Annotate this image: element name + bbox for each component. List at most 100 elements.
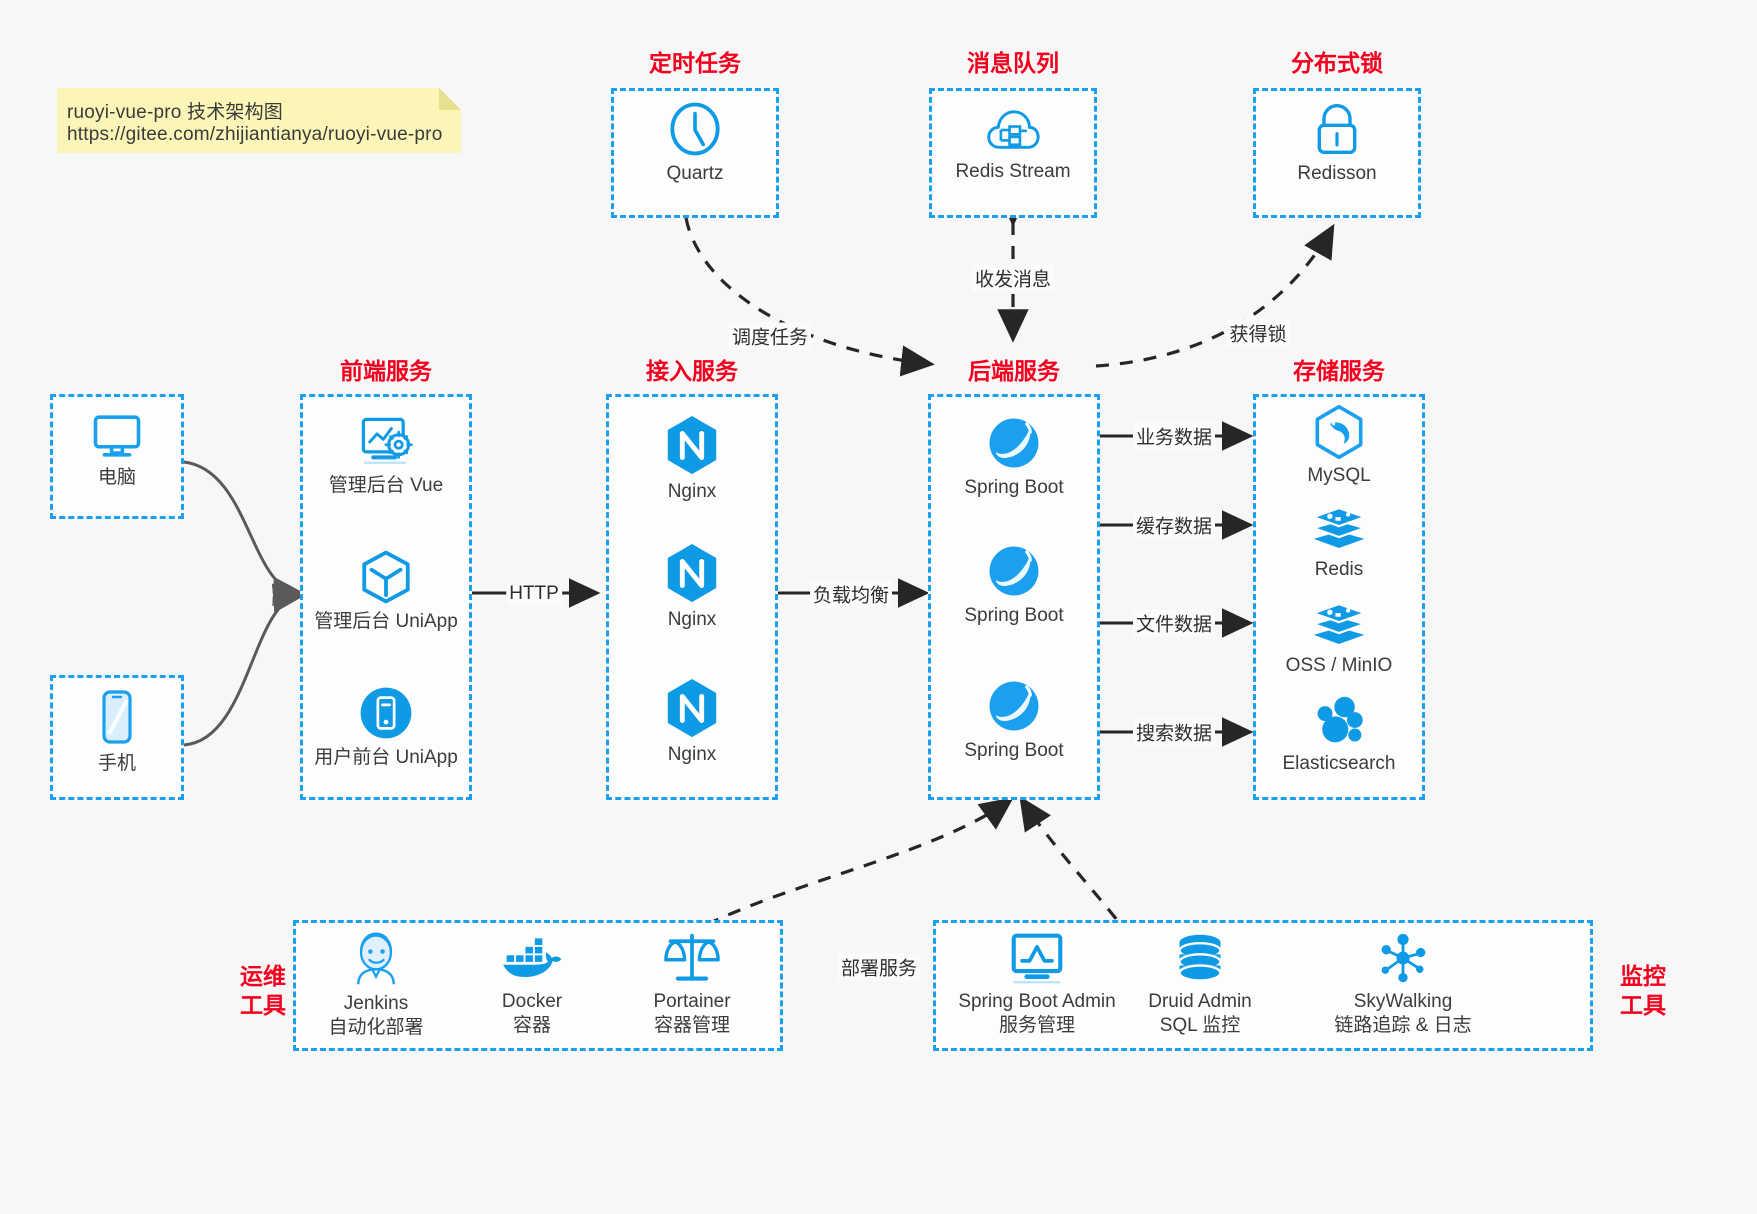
group-title-lock: 分布式锁 xyxy=(1291,50,1383,76)
node-redis[interactable]: Redis xyxy=(1253,502,1425,582)
group-title-mq: 消息队列 xyxy=(967,50,1059,76)
note-line-2: https://gitee.com/zhijiantianya/ruoyi-vu… xyxy=(67,124,443,145)
node-portainer[interactable]: Portainer 容器管理 xyxy=(616,930,768,1038)
group-title-scheduler: 定时任务 xyxy=(649,50,741,76)
node-sublabel: SQL 监控 xyxy=(1159,1014,1241,1036)
node-docker[interactable]: Docker 容器 xyxy=(456,934,608,1038)
node-spring-boot-3[interactable]: Spring Boot xyxy=(928,677,1100,763)
node-label: Druid Admin xyxy=(1148,991,1252,1012)
node-label: Nginx xyxy=(667,481,717,502)
node-quartz[interactable]: Quartz xyxy=(611,100,779,186)
node-user-uniapp[interactable]: 用户前台 UniApp xyxy=(300,684,472,770)
group-title-devops: 运维 工具 xyxy=(228,962,298,1020)
node-label: 手机 xyxy=(97,753,136,774)
note-line-1: ruoyi-vue-pro 技术架构图 xyxy=(67,102,284,123)
dashboard-gear-icon xyxy=(361,417,413,464)
node-label: Spring Boot xyxy=(964,605,1064,626)
nginx-icon xyxy=(667,678,717,738)
node-label: SkyWalking xyxy=(1353,991,1453,1012)
node-mobile[interactable]: 手机 xyxy=(50,688,184,776)
edge-label-deploy-service: 部署服务 xyxy=(837,953,921,981)
monitor-chart-icon xyxy=(1011,933,1063,984)
scales-icon xyxy=(664,933,720,981)
group-title-monitor: 监控 工具 xyxy=(1608,962,1678,1020)
redis-stack-icon xyxy=(1310,602,1368,644)
node-label: 管理后台 Vue xyxy=(328,475,444,496)
edge-label-cache-data: 缓存数据 xyxy=(1132,511,1216,539)
database-icon xyxy=(1178,934,1222,982)
cloud-network-icon xyxy=(987,110,1040,149)
group-box-client-desktop xyxy=(50,394,184,519)
elasticsearch-icon xyxy=(1317,696,1363,743)
node-label: 管理后台 UniApp xyxy=(314,611,458,632)
node-label: Redisson xyxy=(1297,163,1377,184)
node-nginx-3[interactable]: Nginx xyxy=(606,677,778,767)
node-label: Docker xyxy=(501,991,563,1012)
node-label: Spring Boot xyxy=(964,740,1064,761)
group-title-gateway: 接入服务 xyxy=(646,358,738,384)
group-box-lock xyxy=(1253,88,1421,218)
node-label: Nginx xyxy=(667,609,717,630)
edge-label-load-balance: 负载均衡 xyxy=(809,580,893,608)
edge-label-search-data: 搜索数据 xyxy=(1132,718,1216,746)
node-admin-vue[interactable]: 管理后台 Vue xyxy=(300,414,472,498)
group-box-mq xyxy=(929,88,1097,218)
node-nginx-2[interactable]: Nginx xyxy=(606,542,778,632)
node-sublabel: 链路追踪 & 日志 xyxy=(1334,1014,1472,1036)
group-title-backend: 后端服务 xyxy=(968,358,1060,384)
node-sublabel: 容器 xyxy=(512,1014,551,1036)
spring-leaf-icon xyxy=(989,681,1039,731)
group-title-monitor-line2: 工具 xyxy=(1620,991,1666,1018)
clock-icon xyxy=(670,102,720,156)
node-label: Elasticsearch xyxy=(1282,753,1396,774)
node-redis-stream[interactable]: Redis Stream xyxy=(929,104,1097,184)
group-title-monitor-line1: 监控 xyxy=(1620,963,1666,989)
node-label: 用户前台 UniApp xyxy=(314,747,458,768)
node-label: Spring Boot xyxy=(964,477,1064,498)
node-redisson[interactable]: Redisson xyxy=(1253,100,1421,186)
nginx-icon xyxy=(667,415,717,475)
node-spring-boot-1[interactable]: Spring Boot xyxy=(928,414,1100,500)
node-jenkins[interactable]: Jenkins 自动化部署 xyxy=(300,930,452,1040)
group-box-backend xyxy=(928,394,1100,800)
node-admin-uniapp[interactable]: 管理后台 UniApp xyxy=(300,548,472,634)
edge-label-file-data: 文件数据 xyxy=(1132,609,1216,637)
phone-round-icon xyxy=(360,687,412,739)
lock-icon xyxy=(1317,104,1357,154)
note-fold-icon xyxy=(439,88,461,110)
node-spring-boot-admin[interactable]: Spring Boot Admin 服务管理 xyxy=(942,932,1132,1038)
edge-label-business-data: 业务数据 xyxy=(1132,422,1216,450)
node-label: Redis xyxy=(1314,559,1364,580)
node-label: OSS / MinIO xyxy=(1285,655,1393,676)
node-sublabel: 容器管理 xyxy=(653,1014,730,1036)
skywalking-node-icon xyxy=(1381,933,1426,983)
jenkins-butler-icon xyxy=(357,932,395,985)
node-spring-boot-2[interactable]: Spring Boot xyxy=(928,542,1100,628)
docker-whale-icon xyxy=(502,938,562,977)
node-oss-minio[interactable]: OSS / MinIO xyxy=(1253,598,1425,678)
redis-stack-icon xyxy=(1310,506,1368,548)
group-title-frontend: 前端服务 xyxy=(340,358,432,384)
group-box-monitor xyxy=(933,920,1593,1051)
node-mysql[interactable]: MySQL xyxy=(1253,404,1425,488)
node-label: Quartz xyxy=(666,163,724,184)
nginx-icon xyxy=(667,543,717,603)
node-druid-admin[interactable]: Druid Admin SQL 监控 xyxy=(1125,932,1275,1038)
node-label: Nginx xyxy=(667,744,717,765)
node-label: Jenkins xyxy=(343,993,409,1014)
edge-label-acquire-lock: 获得锁 xyxy=(1226,319,1290,347)
spring-leaf-icon xyxy=(989,546,1039,596)
diagram-note: ruoyi-vue-pro 技术架构图 https://gitee.com/zh… xyxy=(57,88,461,153)
node-label: MySQL xyxy=(1307,465,1371,486)
desktop-icon xyxy=(93,415,141,457)
mobile-icon xyxy=(102,690,132,744)
node-nginx-1[interactable]: Nginx xyxy=(606,414,778,504)
node-desktop[interactable]: 电脑 xyxy=(50,410,184,490)
edge-label-http: HTTP xyxy=(506,583,562,605)
cube-icon xyxy=(362,550,410,604)
node-label: Portainer xyxy=(653,991,731,1012)
node-label: Redis Stream xyxy=(955,161,1071,182)
node-sublabel: 服务管理 xyxy=(998,1014,1075,1036)
node-skywalking[interactable]: SkyWalking 链路追踪 & 日志 xyxy=(1288,932,1518,1038)
node-elasticsearch[interactable]: Elasticsearch xyxy=(1253,694,1425,776)
